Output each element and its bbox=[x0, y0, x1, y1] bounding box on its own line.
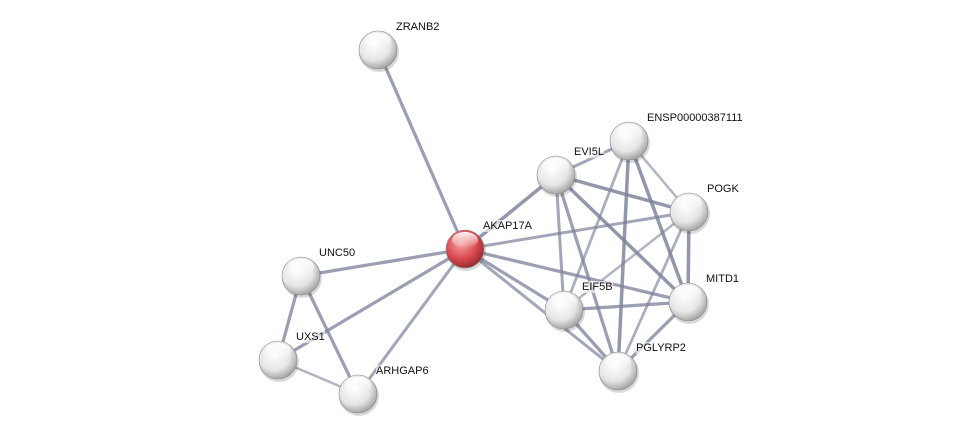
edge-akap17a-pglyrp2[interactable] bbox=[464, 247, 619, 373]
node-eif5b[interactable] bbox=[544, 290, 585, 332]
node-unc50[interactable] bbox=[281, 256, 322, 298]
node-label-pglyrp2: PGLYRP2 bbox=[636, 342, 686, 354]
edge-akap17a-pogk[interactable] bbox=[464, 210, 690, 251]
node-evi5l[interactable] bbox=[536, 155, 577, 197]
node-label-uxs1: UXS1 bbox=[296, 331, 325, 343]
edge-pogk-pglyrp2[interactable] bbox=[616, 211, 691, 372]
node-ensp00000387111[interactable] bbox=[609, 121, 650, 163]
node-label-arhgap6: ARHGAP6 bbox=[376, 365, 429, 377]
edge-evi5l-pglyrp2[interactable] bbox=[554, 174, 620, 372]
node-label-mitd1: MITD1 bbox=[706, 273, 739, 285]
edge-zranb2-akap17a[interactable] bbox=[376, 49, 467, 250]
edge-eif5b-mitd1[interactable] bbox=[563, 300, 689, 312]
node-label-unc50: UNC50 bbox=[319, 247, 356, 259]
node-label-pogk: POGK bbox=[707, 183, 739, 195]
node-mitd1[interactable] bbox=[668, 282, 709, 324]
edge-akap17a-unc50[interactable] bbox=[300, 247, 466, 278]
node-label-ensp00000387111: ENSP00000387111 bbox=[647, 112, 743, 124]
edge-evi5l-eif5b[interactable] bbox=[554, 174, 566, 311]
node-label-evi5l: EVI5L bbox=[574, 146, 604, 158]
edge-akap17a-arhgap6[interactable] bbox=[356, 248, 467, 395]
node-pglyrp2[interactable] bbox=[598, 351, 639, 393]
node-zranb2[interactable] bbox=[358, 30, 399, 72]
edge-ensp00000387111-mitd1[interactable] bbox=[627, 140, 690, 303]
node-uxs1[interactable] bbox=[258, 340, 299, 382]
edge-akap17a-evi5l[interactable] bbox=[463, 173, 558, 251]
node-label-akap17a: AKAP17A bbox=[483, 220, 532, 232]
edge-pogk-eif5b[interactable] bbox=[563, 211, 690, 311]
edge-ensp00000387111-eif5b[interactable] bbox=[562, 140, 631, 311]
node-arhgap6[interactable] bbox=[338, 374, 379, 416]
edge-evi5l-pogk[interactable] bbox=[555, 173, 690, 214]
edge-unc50-arhgap6[interactable] bbox=[299, 275, 360, 395]
edge-ensp00000387111-pglyrp2[interactable] bbox=[616, 140, 631, 372]
node-pogk[interactable] bbox=[669, 192, 710, 234]
edge-evi5l-mitd1[interactable] bbox=[554, 173, 690, 304]
edge-akap17a-eif5b[interactable] bbox=[464, 247, 565, 312]
node-label-eif5b: EIF5B bbox=[582, 281, 613, 293]
node-label-zranb2: ZRANB2 bbox=[396, 21, 440, 33]
node-akap17a[interactable] bbox=[445, 229, 486, 271]
